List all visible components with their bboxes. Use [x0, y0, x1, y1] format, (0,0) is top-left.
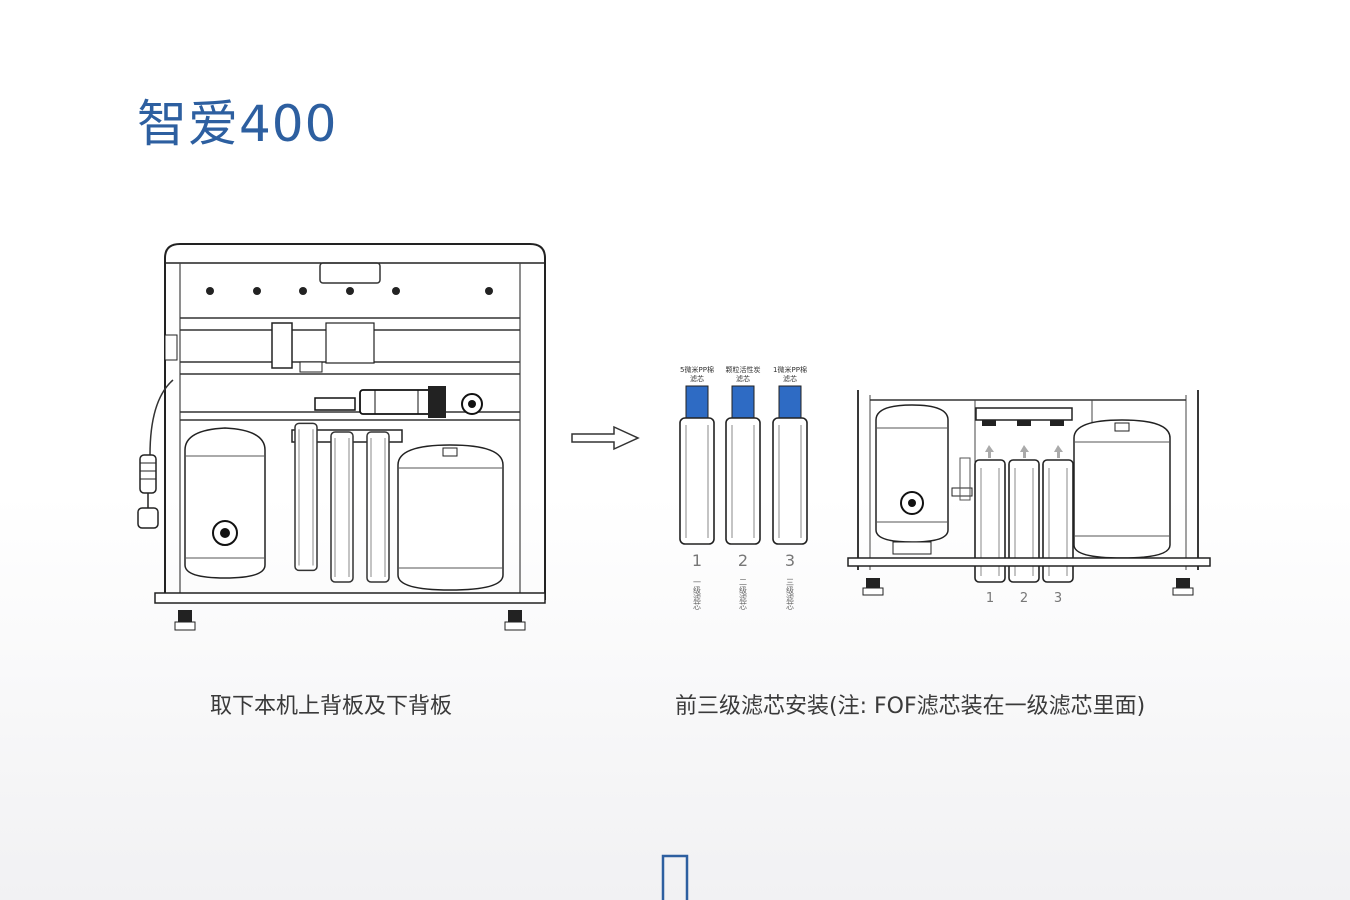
filter-3-top-label-1: 1微米PP棉 [773, 365, 807, 374]
filter-housings-left [291, 422, 403, 583]
pressure-tank-left [397, 444, 504, 591]
caption-right: 前三级滤芯安装(注: FOF滤芯装在一级滤芯里面) [675, 694, 1146, 719]
filter-1-top-label-2: 滤芯 [690, 374, 704, 383]
right-arrow-icon [571, 425, 640, 451]
storage-tank-left [184, 427, 266, 579]
filter-3-number: 3 [785, 551, 795, 570]
installed-number-2: 2 [1020, 591, 1028, 606]
machine-back-view [137, 243, 546, 631]
filter-1-side-label: 一级滤芯 [693, 578, 702, 610]
page-marker [661, 854, 689, 900]
screw-row [206, 287, 493, 295]
filter-2-side-label: 二级滤芯 [739, 578, 748, 610]
filter-2-number: 2 [738, 551, 748, 570]
filter-3-side-label: 三级滤芯 [786, 578, 795, 610]
filter-1-top-label-1: 5微米PP棉 [680, 365, 714, 374]
loose-filter-1: 5微米PP棉 滤芯 1 一级滤芯 [679, 365, 715, 610]
loose-filter-2: 颗粒活性炭 滤芯 2 二级滤芯 [725, 365, 761, 610]
installed-number-3: 3 [1054, 591, 1062, 606]
installed-number-1: 1 [986, 591, 994, 606]
machine-lower-section: 1 2 3 [847, 390, 1211, 606]
filter-3-top-label-2: 滤芯 [783, 374, 797, 383]
page-title: 智爱400 [137, 95, 338, 153]
filter-2-top-label-1: 颗粒活性炭 [726, 365, 761, 374]
loose-filter-3: 1微米PP棉 滤芯 3 三级滤芯 [772, 365, 808, 610]
filter-2-top-label-2: 滤芯 [736, 374, 750, 383]
filter-1-number: 1 [692, 551, 702, 570]
caption-left: 取下本机上背板及下背板 [210, 694, 453, 719]
